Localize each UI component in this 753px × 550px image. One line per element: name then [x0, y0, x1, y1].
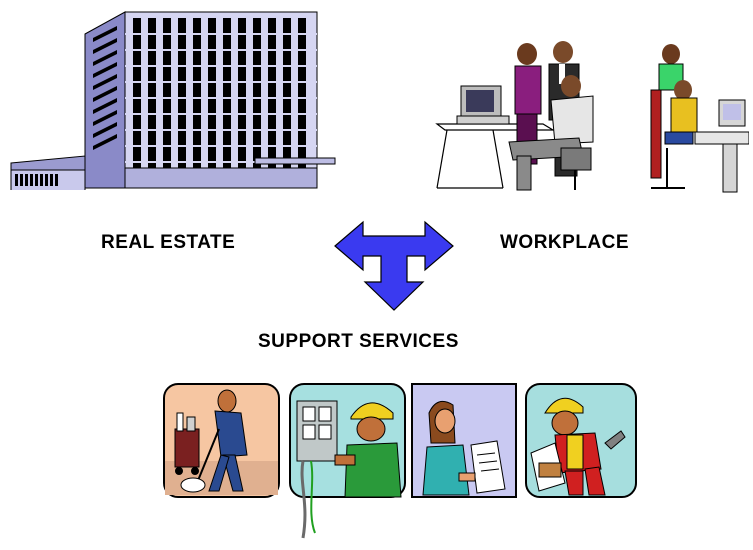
construction-worker-panel [525, 383, 637, 498]
real-estate-label: REAL ESTATE [101, 232, 236, 253]
three-way-arrow-icon [333, 220, 455, 312]
building-illustration [5, 8, 337, 190]
support-services-label: SUPPORT SERVICES [258, 331, 459, 352]
office-workers-illustration [433, 38, 749, 198]
office-clerk-panel [411, 383, 517, 498]
workplace-label: WORKPLACE [500, 232, 630, 253]
electrician-panel [289, 383, 406, 543]
janitor-panel [163, 383, 280, 498]
